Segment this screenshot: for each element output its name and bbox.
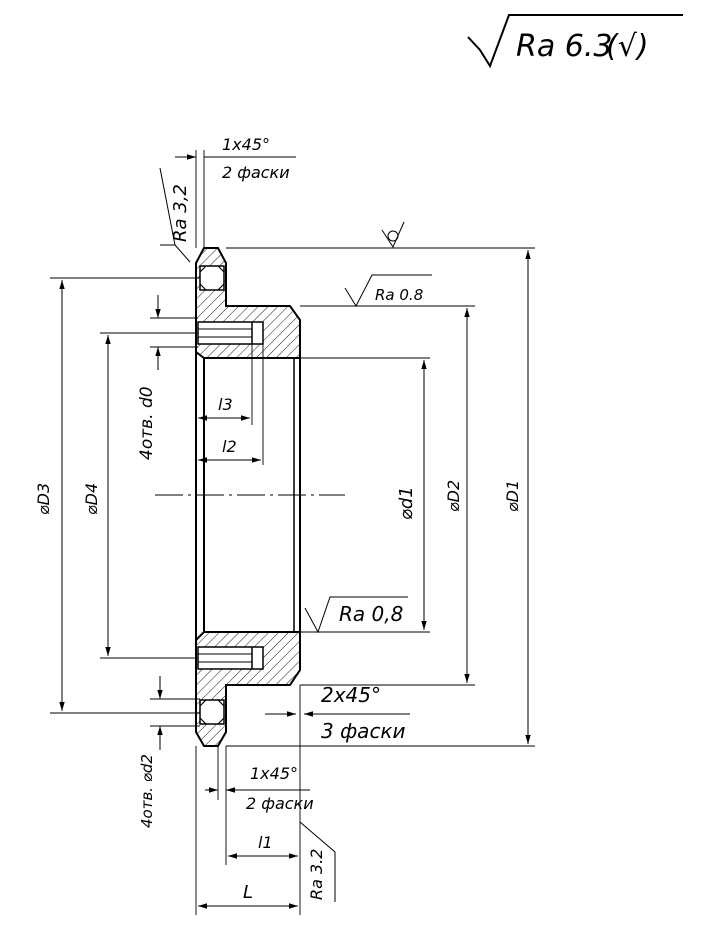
general-roughness-symbol: Ra 6.3 (√) (467, 14, 683, 69)
spigot-roughness-text: Ra 0.8 (375, 286, 423, 304)
flange-face-roughness-text: Ra 3,2 (170, 184, 191, 242)
back-face-roughness-text: Ra 3.2 (307, 849, 326, 900)
dim-l1-label: l1 (258, 833, 273, 852)
bore-roughness-text: Ra 0,8 (339, 602, 403, 626)
dim-d4-label: ⌀D4 (82, 483, 101, 515)
upper-through-hole (199, 265, 225, 291)
dim-l3-label: l3 (218, 395, 233, 414)
dim-d1-outer-label: ⌀D1 (503, 480, 522, 512)
dim-L-label: L (243, 882, 253, 903)
bottom-chamfer-size: 1x45° (250, 764, 298, 783)
right-chamfer-count: 3 фаски (321, 719, 406, 743)
dim-l2-label: l2 (222, 437, 237, 456)
top-chamfer-count: 2 фаски (222, 163, 290, 182)
roughness-symbols (159, 167, 432, 902)
part-section (155, 247, 345, 747)
dim-d1-label: ⌀d1 (396, 486, 417, 520)
upper-threaded-hole (197, 321, 264, 345)
dim-d3-label: ⌀D3 (34, 483, 53, 515)
threaded-holes-label: 4отв. d0 (137, 386, 157, 460)
dimension-lines (59, 154, 531, 909)
top-chamfer-size: 1x45° (222, 135, 270, 154)
general-roughness-text: Ra 6.3 (516, 29, 612, 64)
through-holes-label: 4отв. ⌀d2 (138, 754, 156, 828)
bottom-chamfer-count: 2 фаски (246, 794, 314, 813)
extension-lines (50, 150, 535, 915)
lower-threaded-hole (197, 646, 264, 670)
dim-d2-label: ⌀D2 (444, 480, 463, 512)
lower-through-hole (199, 699, 225, 725)
general-roughness-note: (√) (606, 29, 649, 64)
right-chamfer-size: 2x45° (321, 683, 381, 707)
